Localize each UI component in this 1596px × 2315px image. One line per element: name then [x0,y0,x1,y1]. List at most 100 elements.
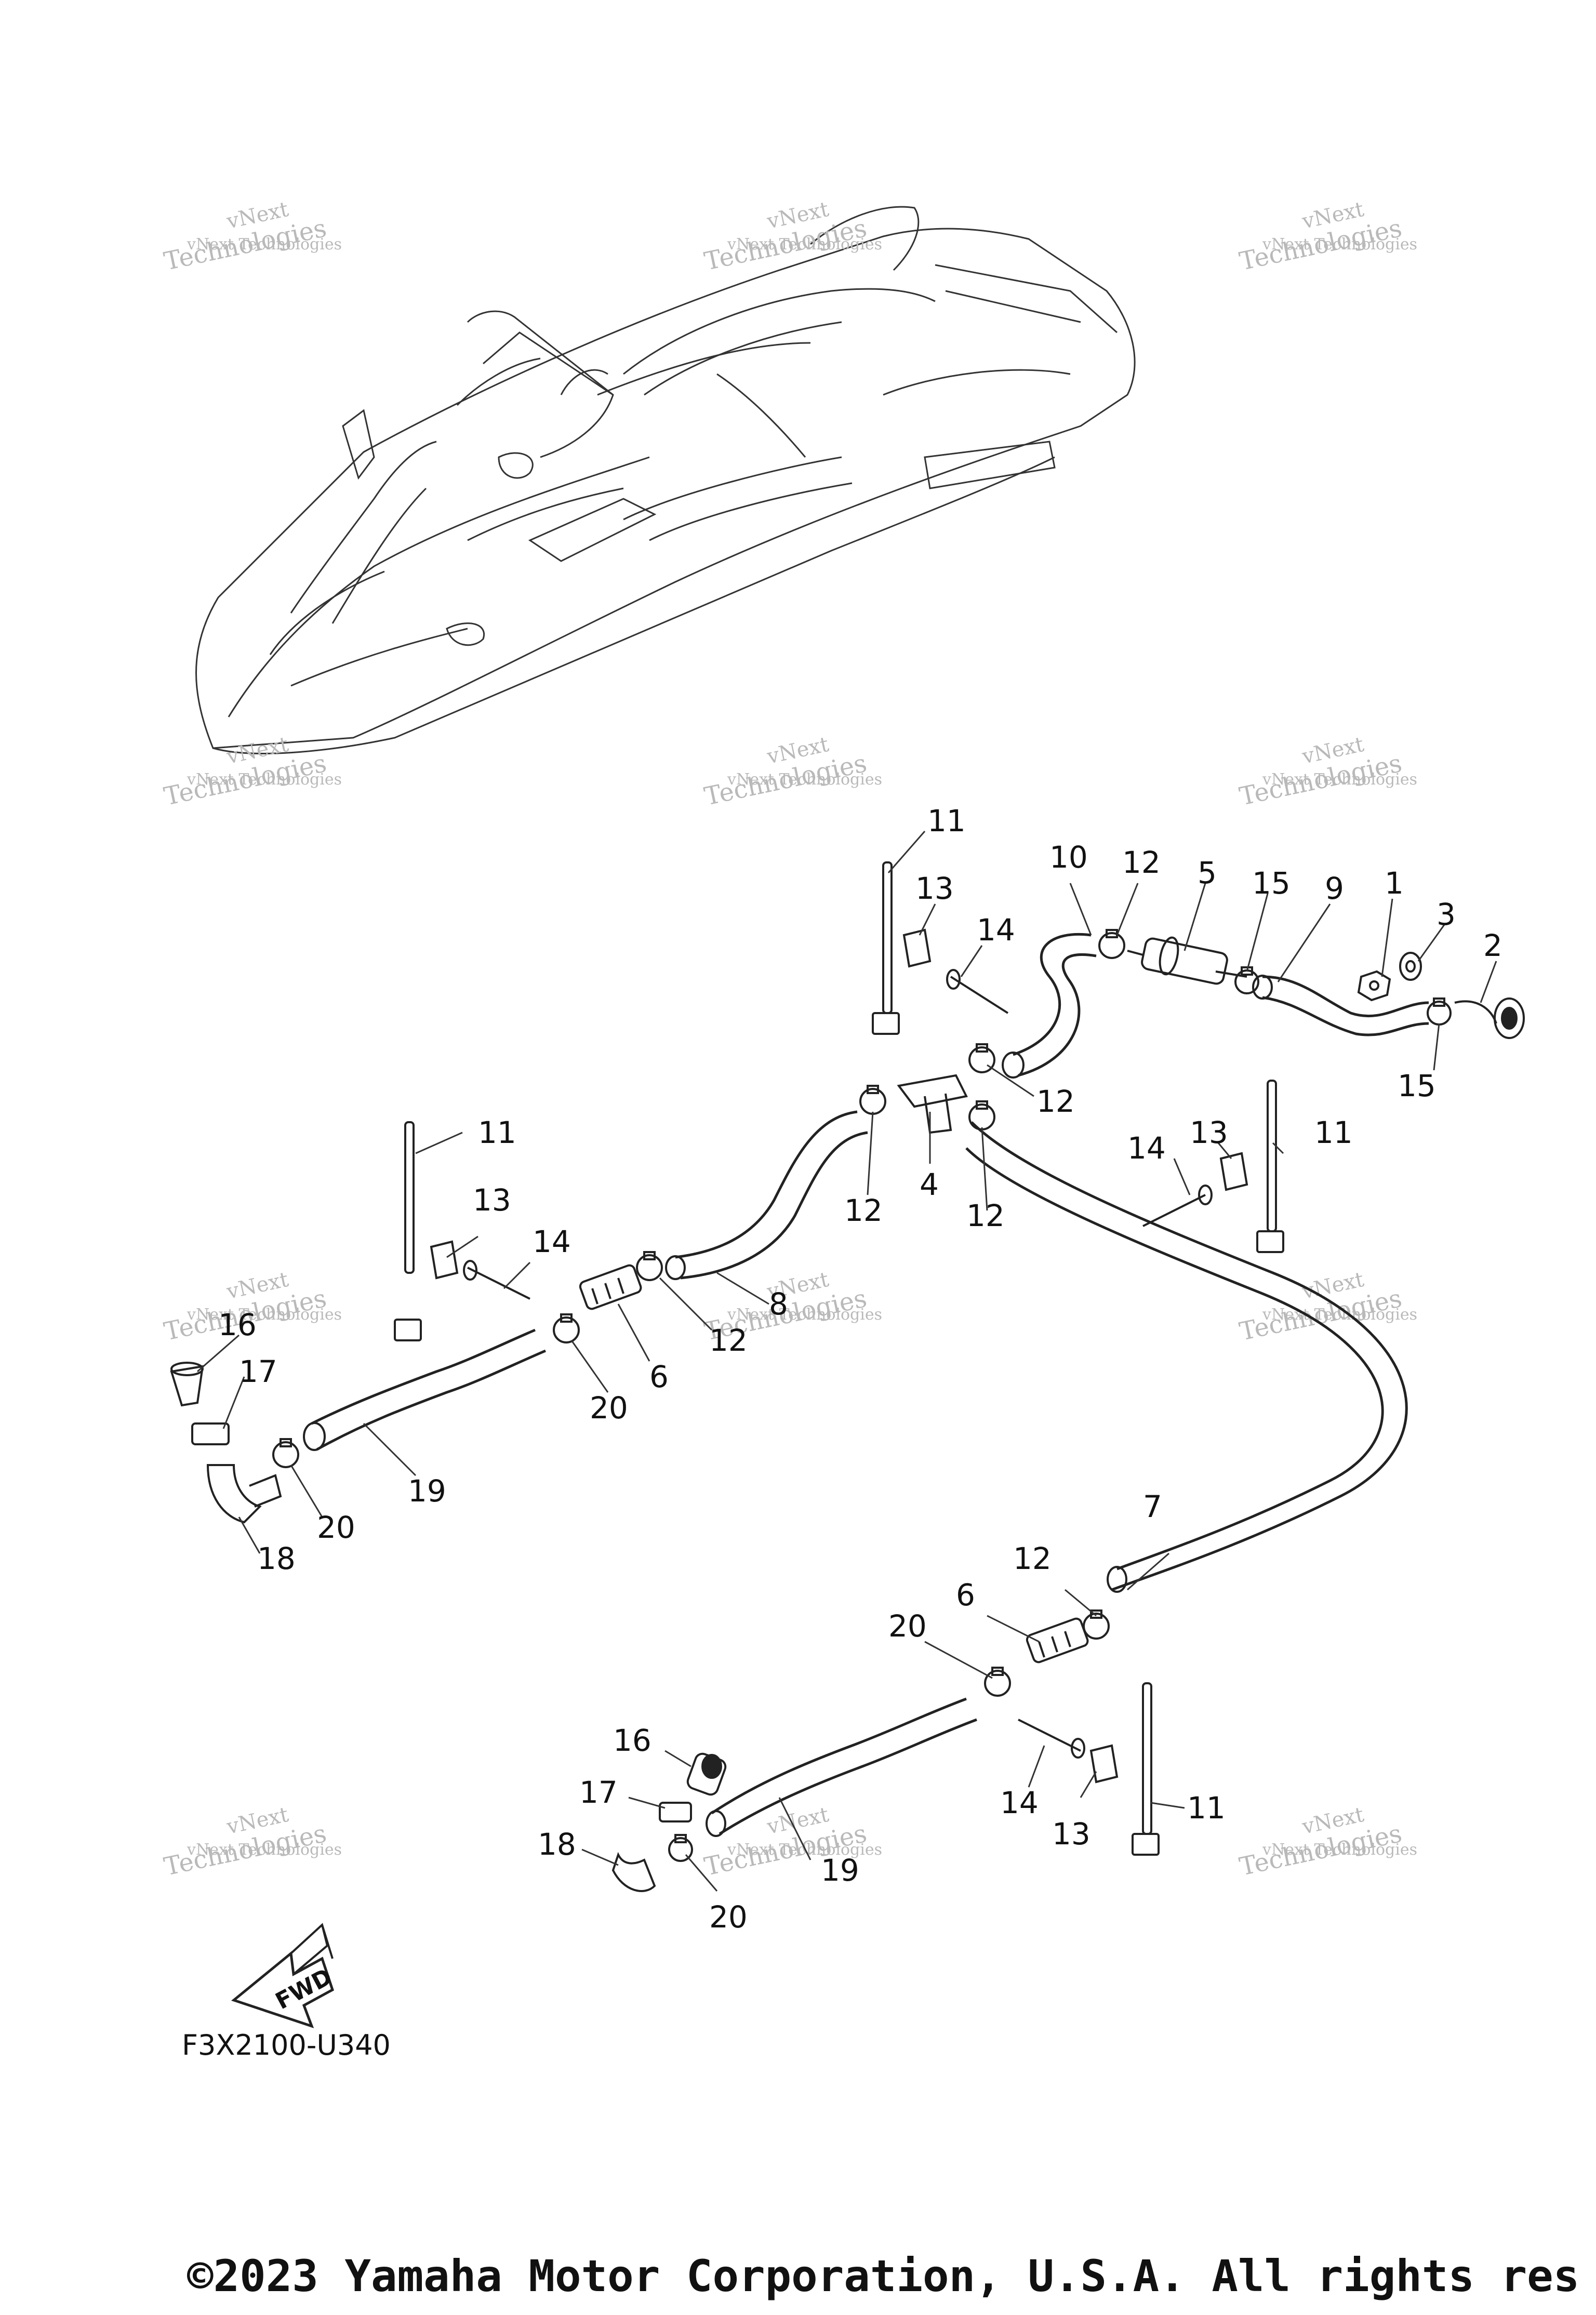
clamp [1083,1609,1110,1640]
part-14-rivet [463,1260,530,1300]
copyright-notice: ©2023 Yamaha Motor Corporation, U.S.A. A… [187,2251,1579,2301]
callout-12: 12 [844,1193,883,1228]
callout-20: 20 [888,1608,927,1644]
callout-19: 19 [408,1473,446,1509]
part-4-tee [897,1074,968,1134]
part-17-clamp [191,1422,230,1445]
part-5-valve [1127,936,1247,985]
callout-4: 4 [920,1167,939,1202]
svg-text:vNext Technologies: vNext Technologies [187,1306,342,1324]
callout-13: 13 [473,1182,511,1218]
callout-12: 12 [1036,1084,1075,1119]
part-11-cable-tie [394,1121,422,1341]
part-6-joint-upper [579,1264,642,1310]
callout-3: 3 [1437,897,1456,932]
svg-text:vNext Technologies: vNext Technologies [727,1841,882,1859]
part-13-clip [902,928,932,968]
part-11-cable-tie [872,861,900,1035]
callout-labels: 11 13 14 10 12 5 15 9 1 3 2 15 12 4 12 1… [218,803,1502,1935]
hose-9 [1262,975,1429,1018]
callout-16: 16 [218,1307,257,1342]
callout-19: 19 [821,1853,859,1888]
watermark: vNext vNext Technologies Technologies [162,733,342,811]
watermark: vNext vNext Technologies Technologies [702,733,882,811]
callout-13: 13 [1190,1115,1228,1150]
part-14-rivet [1142,1185,1213,1227]
part-16-drain-plug [170,1362,204,1407]
callout-2: 2 [1483,928,1502,963]
callout-20: 20 [317,1510,355,1545]
callout-9: 9 [1325,871,1344,906]
watermark: vNext vNext Technologies Technologies [1237,733,1417,811]
callout-6: 6 [956,1577,975,1613]
part-1-nut [1357,970,1391,1002]
hose-7 [970,1121,1408,1591]
svg-text:vNext Technologies: vNext Technologies [187,235,342,254]
clamp [553,1313,580,1343]
hose-19-bottom [711,1697,967,1815]
watercraft-illustration [195,206,1136,754]
part-18-elbow [206,1464,282,1524]
callout-11: 11 [1314,1115,1353,1150]
part-13-clip [1219,1152,1248,1191]
callout-14: 14 [533,1224,571,1259]
parts [170,861,1525,1892]
callout-5: 5 [1198,855,1217,890]
watermark: vNext vNext Technologies Technologies [1237,1803,1417,1882]
part-18-elbow [611,1852,656,1892]
callout-12: 12 [709,1323,748,1358]
callout-15: 15 [1252,866,1291,901]
watermark: vNext vNext Technologies Technologies [162,1803,342,1882]
callout-12: 12 [1013,1541,1052,1576]
watermark: vNext vNext Technologies Technologies [702,197,882,276]
diagram-code: F3X2100-U340 [182,2029,391,2061]
callout-11: 11 [927,803,966,839]
part-13-clip [430,1240,459,1280]
callout-13: 13 [915,871,954,906]
callout-17: 17 [579,1775,618,1810]
callout-16: 16 [613,1723,651,1758]
hose-assembly [303,933,1429,1837]
callout-20: 20 [709,1899,748,1935]
callout-7: 7 [1143,1489,1162,1524]
callout-15: 15 [1398,1068,1436,1103]
watermark: vNext vNext Technologies Technologies [162,197,342,276]
callout-10: 10 [1049,840,1088,875]
callout-12: 12 [966,1198,1005,1233]
clamp [968,1043,995,1073]
callout-17: 17 [239,1354,277,1389]
svg-text:vNext Technologies: vNext Technologies [187,770,342,789]
watermark: vNext vNext Technologies Technologies [1237,1268,1417,1347]
callout-18: 18 [257,1541,296,1576]
watermark: vNext vNext Technologies Technologies [1237,197,1417,276]
callout-18: 18 [538,1827,576,1862]
callout-20: 20 [590,1390,628,1426]
callout-14: 14 [1127,1130,1166,1166]
part-11-cable-tie [1132,1682,1160,1856]
hose-10 [1013,933,1092,1056]
clamp [668,1834,693,1862]
part-14-rivet [1018,1719,1085,1759]
callout-13: 13 [1052,1816,1090,1852]
clamp [1427,997,1452,1026]
callout-14: 14 [1000,1785,1039,1820]
clamp [1098,929,1125,959]
clamp [636,1251,663,1281]
fwd-arrow-icon: FWD [231,1923,337,2029]
callout-11: 11 [1187,1790,1226,1826]
clamp [859,1085,886,1115]
callout-11: 11 [478,1115,516,1150]
clamp [968,1100,995,1130]
callout-1: 1 [1385,866,1404,901]
part-3-washer [1399,952,1422,981]
part-16-drain-plug [686,1752,727,1796]
svg-text:vNext Technologies: vNext Technologies [1262,1841,1417,1859]
callout-6: 6 [649,1359,669,1394]
callout-14: 14 [977,912,1015,948]
hose-19-left [311,1328,536,1425]
hose-8 [675,1110,858,1259]
svg-text:vNext Technologies: vNext Technologies [187,1841,342,1859]
svg-text:vNext Technologies: vNext Technologies [727,1306,882,1324]
svg-text:vNext Technologies: vNext Technologies [727,770,882,789]
